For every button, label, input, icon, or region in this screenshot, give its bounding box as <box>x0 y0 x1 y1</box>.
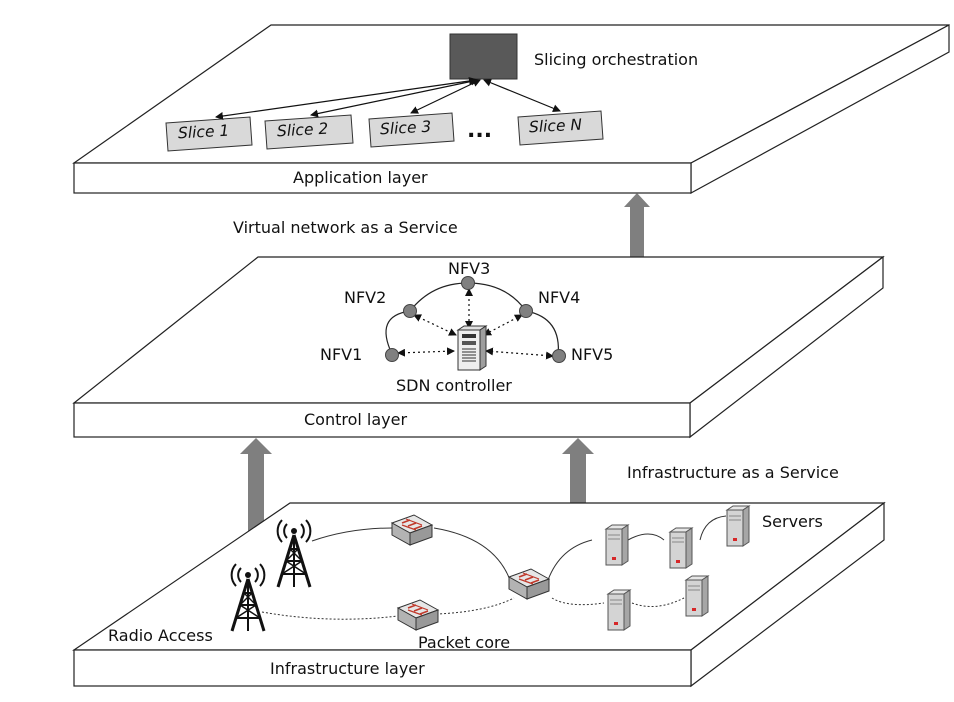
slice-label-2: Slice 2 <box>276 119 329 141</box>
nfv3-node <box>461 276 475 290</box>
vnaas-label: Virtual network as a Service <box>233 218 458 237</box>
iaas-label: Infrastructure as a Service <box>627 463 839 482</box>
slices-ellipsis: ... <box>467 118 493 143</box>
slice-box-n <box>517 110 604 146</box>
nfv1-label: NFV1 <box>320 345 363 364</box>
packet-core-label: Packet core <box>418 633 511 652</box>
orchestration-links <box>215 77 561 120</box>
nfv1-node <box>385 348 399 362</box>
nfv5-node <box>552 349 566 363</box>
slice-label-1: Slice 1 <box>177 121 230 143</box>
control-layer-label: Control layer <box>304 410 408 429</box>
nfv2-label: NFV2 <box>344 288 387 307</box>
nfv5-label: NFV5 <box>571 345 614 364</box>
server-icon <box>726 505 750 547</box>
server-icon <box>685 575 709 617</box>
servers-label: Servers <box>762 512 823 531</box>
nfv4-label: NFV4 <box>538 288 581 307</box>
orchestrator-box <box>449 33 518 80</box>
sdn-controller-icon <box>456 325 488 371</box>
slice-label-3: Slice 3 <box>379 117 432 139</box>
server-icon <box>605 524 629 566</box>
nfv3-label: NFV3 <box>448 259 491 278</box>
radio-access-label: Radio Access <box>108 626 213 645</box>
application-layer-label: Application layer <box>293 168 428 187</box>
sdn-controller-label: SDN controller <box>396 376 512 395</box>
slice-label-n: Slice N <box>528 115 583 137</box>
nfv2-node <box>403 304 417 318</box>
infra-dotted-links <box>261 597 685 620</box>
nfv-controller-links <box>397 288 554 360</box>
server-icon <box>669 527 693 569</box>
infra-links <box>311 515 727 581</box>
server-icon <box>607 589 631 631</box>
nfv4-node <box>519 304 533 318</box>
infrastructure-layer-label: Infrastructure layer <box>270 659 425 678</box>
orchestrator-label: Slicing orchestration <box>534 50 699 69</box>
